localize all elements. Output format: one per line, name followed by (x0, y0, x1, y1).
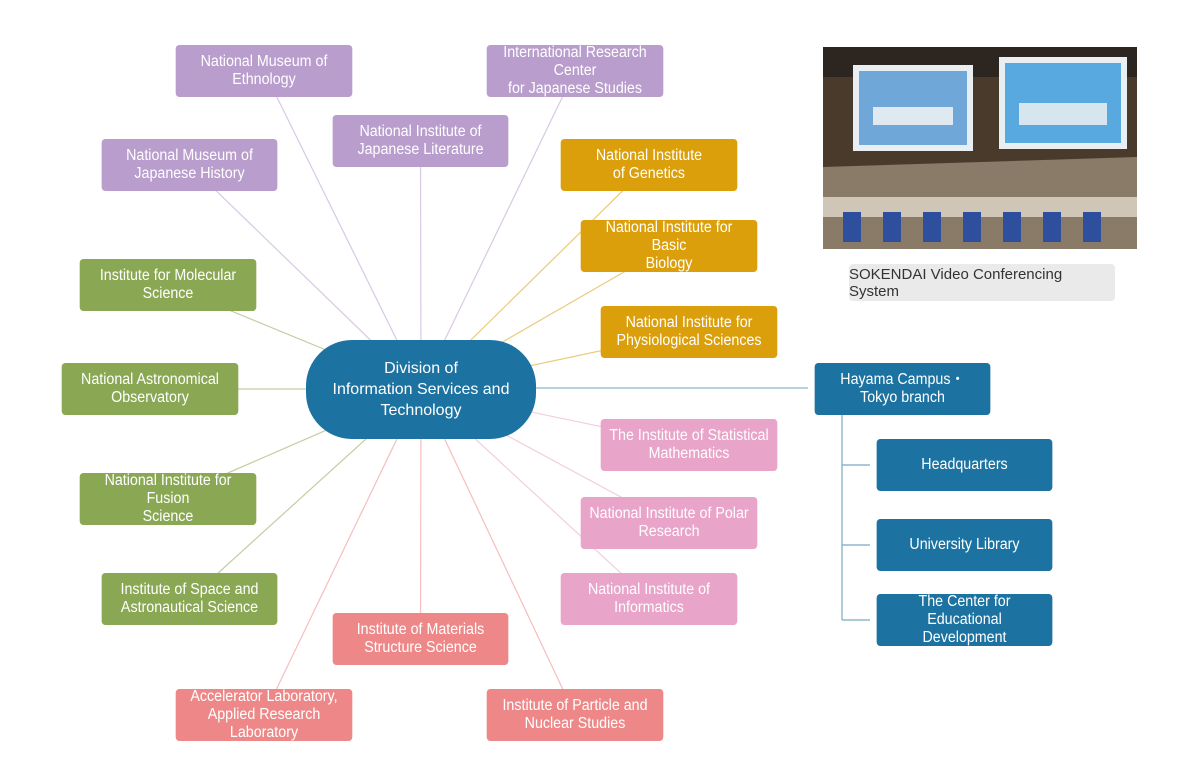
hayama-child-headquarters: Headquarters (876, 439, 1053, 491)
photo-caption: SOKENDAI Video Conferencing System (849, 264, 1115, 301)
institute-ethnology: National Museum of Ethnology (175, 45, 353, 97)
connector-accelerator (263, 388, 422, 716)
institute-japanese-literature: National Institute of Japanese Literatur… (332, 115, 509, 167)
hayama-child-educational: The Center for Educational Development (876, 593, 1053, 646)
institute-astronomical: National Astronomical Observatory (61, 363, 239, 415)
institute-materials: Institute of Materials Structure Science (332, 613, 509, 665)
institute-physiological: National Institute for Physiological Sci… (600, 306, 778, 358)
institute-basic-biology: National Institute for Basic Biology (580, 219, 758, 272)
institute-polar: National Institute of Polar Research (580, 497, 758, 549)
connector-ethnology (263, 70, 422, 390)
institute-statistical: The Institute of Statistical Mathematics (600, 419, 778, 471)
connector-japanese-studies (420, 70, 576, 390)
hayama-campus-node: Hayama Campus・ Tokyo branch (814, 363, 991, 415)
institute-japanese-studies: International Research Center for Japane… (486, 44, 664, 97)
video-conference-photo (823, 47, 1137, 249)
institute-fusion: National Institute for Fusion Science (79, 472, 257, 525)
hayama-bracket (841, 414, 870, 621)
institute-genetics: National Institute of Genetics (560, 139, 738, 191)
institute-particle: Institute of Particle and Nuclear Studie… (486, 689, 664, 741)
institute-accelerator: Accelerator Laboratory, Applied Research… (175, 688, 353, 741)
connector-particle (420, 388, 576, 716)
institute-informatics: National Institute of Informatics (560, 573, 738, 625)
institute-space: Institute of Space and Astronautical Sci… (101, 573, 278, 625)
institute-japanese-history: National Museum of Japanese History (101, 139, 278, 191)
hayama-child-library: University Library (876, 519, 1053, 571)
conference-room-image (823, 47, 1137, 249)
center-node: Division of Information Services and Tec… (306, 340, 536, 439)
institute-molecular: Institute for Molecular Science (79, 259, 257, 311)
